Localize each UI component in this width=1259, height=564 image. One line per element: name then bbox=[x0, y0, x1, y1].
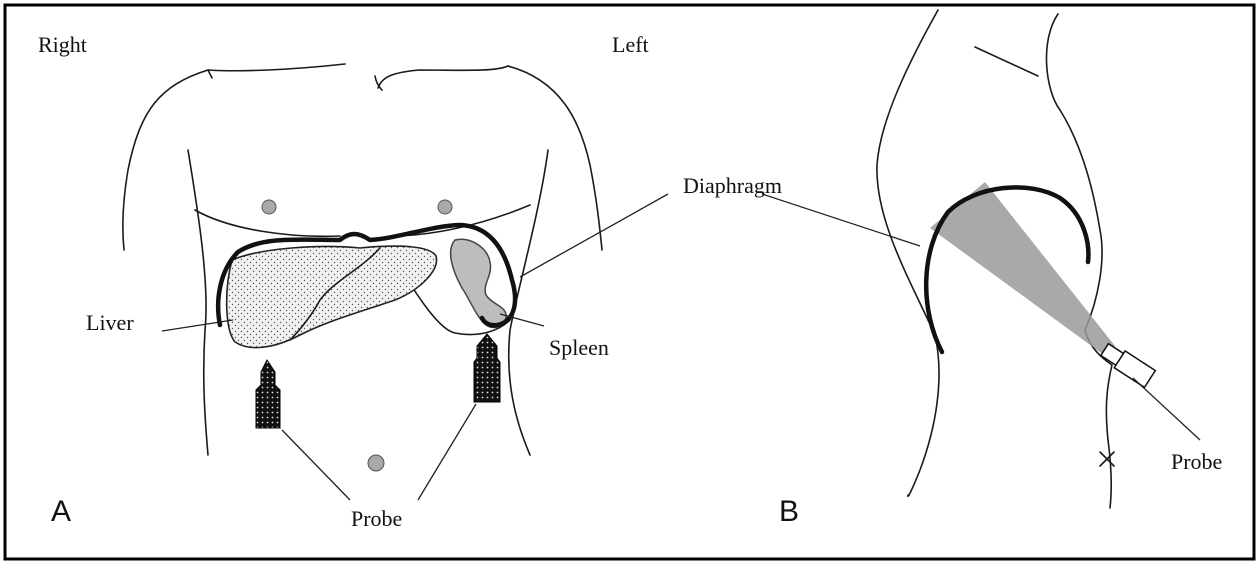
label-probe-a: Probe bbox=[351, 506, 402, 531]
label-right: Right bbox=[38, 32, 87, 57]
label-probe-b: Probe bbox=[1171, 449, 1222, 474]
right-nipple bbox=[262, 200, 276, 214]
left-nipple bbox=[438, 200, 452, 214]
panel-letter-a: A bbox=[51, 495, 71, 528]
label-spleen: Spleen bbox=[549, 335, 609, 360]
umbilicus bbox=[368, 455, 384, 471]
probe-left bbox=[474, 334, 500, 402]
label-diaphragm: Diaphragm bbox=[683, 173, 782, 198]
figure-frame bbox=[5, 5, 1254, 559]
label-liver: Liver bbox=[86, 310, 134, 335]
label-left: Left bbox=[612, 32, 649, 57]
panel-letter-b: B bbox=[779, 495, 799, 528]
